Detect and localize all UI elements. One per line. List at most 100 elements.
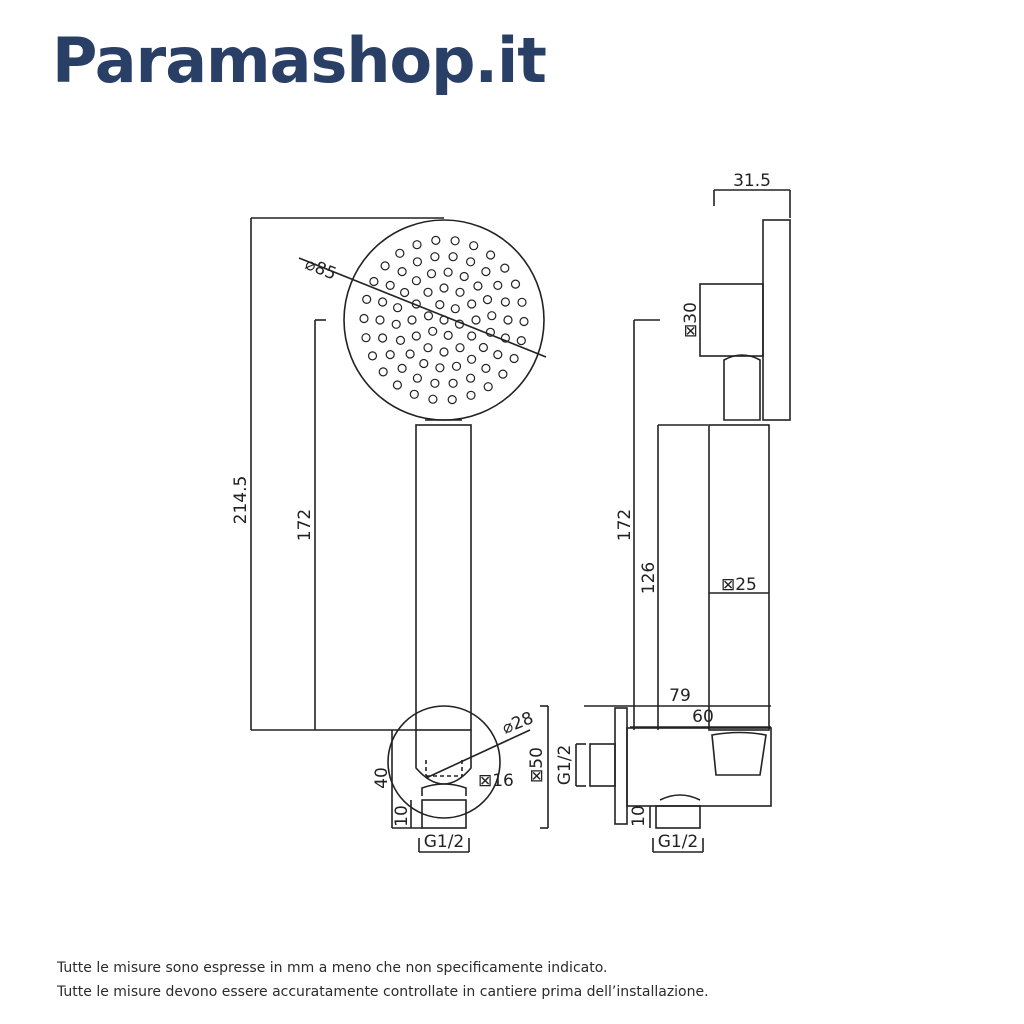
nozzle-hole [500,297,510,307]
nozzle-hole [498,369,508,379]
nozzle-hole [481,363,491,373]
nozzle-hole [509,353,519,364]
shower-head-nozzles [359,235,529,405]
nozzle-hole [443,330,453,340]
nozzle-hole [423,343,433,353]
nozzle-hole [378,297,388,307]
nozzle-hole [411,276,421,286]
nozzle-hole [385,350,395,360]
nozzle-hole [478,342,488,353]
label-connection-side: G1/2 [658,832,699,852]
neck-block [699,283,764,357]
nozzle-hole [455,343,465,353]
nozzle-hole [395,248,405,258]
nozzle-hole [409,389,419,399]
nozzle-hole [500,263,510,273]
nozzle-hole [467,331,477,341]
label-side-handle-length: 172 [615,509,635,541]
nozzle-hole [448,378,458,388]
nozzle-hole [483,382,493,392]
nozzle-hole [362,294,372,304]
nozzle-hole [493,280,503,290]
nozzle-hole [500,333,510,343]
note-measures-unit: Tutte le misure sono espresse in mm a me… [57,960,608,976]
nozzle-hole [391,319,401,329]
nozzle-hole [450,304,460,314]
nozzle-hole [459,271,469,282]
nozzle-hole [516,336,526,346]
shower-head-outline [343,219,545,421]
nozzle-hole [439,347,449,357]
label-wall-connection: G1/2 [555,745,575,786]
nozzle-hole [385,280,395,290]
nozzle-hole [443,267,453,277]
label-socket-size: ⊠16 [478,771,514,791]
nozzle-hole [467,299,477,309]
nozzle-hole [451,361,462,371]
nozzle-hole [423,287,433,297]
handle-side [708,424,770,731]
nozzle-hole [405,349,415,359]
nozzle-hole [393,303,403,313]
nozzle-hole [450,236,460,246]
nozzle-hole [486,250,496,260]
nozzle-hole [380,261,390,271]
nozzle-hole [430,378,440,388]
nozzle-hole [369,276,379,287]
nozzle-hole [435,363,445,373]
nozzle-hole [455,287,465,297]
nozzle-hole [447,395,457,405]
nozzle-hole [412,257,422,267]
wall-connection [589,743,616,787]
nozzle-hole [419,358,429,369]
nozzle-hole [467,354,477,364]
nozzle-hole [466,390,476,400]
brand-logo: Paramashop.it [52,24,547,97]
nozzle-hole [466,373,476,383]
label-holder-inner-depth: 60 [692,707,714,727]
nozzle-hole [428,326,438,336]
shower-head-side [762,219,791,421]
label-neck-size: ⊠30 [681,302,701,338]
nozzle-hole [412,373,422,383]
label-nut-height: 10 [392,805,412,827]
nozzle-hole [411,331,421,341]
nozzle-hole [466,257,476,267]
nozzle-hole [426,269,437,279]
nozzle-hole [412,240,422,250]
nozzle-hole [471,315,481,325]
label-holder-depth: 79 [669,686,691,706]
nozzle-hole [469,241,479,251]
nozzle-hole [395,335,406,345]
nozzle-hole [510,279,521,289]
nozzle-hole [400,287,410,298]
holder-ring [387,705,501,819]
nozzle-hole [397,267,407,277]
front-dimension-labels: ⌀85 214.5 172 40 10 ⌀28 ⊠16 G1/2 [231,254,536,852]
side-dimension-labels: 31.5 ⊠30 172 126 ⊠25 79 60 ⊠50 G1/2 10 G… [527,171,771,852]
label-overall-height: 214.5 [231,476,251,525]
nozzle-hole [407,315,417,325]
nozzle-hole [430,252,440,262]
nozzle-hole [481,267,491,277]
label-connection-front: G1/2 [424,832,465,852]
handle-body [415,424,472,731]
label-head-thickness: 31.5 [733,171,771,191]
label-handle-length: 172 [295,509,315,541]
wall-holder [626,727,772,807]
nozzle-hole [439,283,449,293]
nozzle-hole [448,252,458,262]
label-holder-diameter: ⌀28 [499,708,536,738]
nozzle-hole [378,333,388,343]
nozzle-hole [423,311,434,321]
nozzle-hole [378,367,388,377]
nozzle-hole [397,363,407,373]
nozzle-hole [517,297,527,307]
nozzle-hole [487,311,497,321]
nozzle-hole [519,316,529,327]
nozzle-hole [367,351,378,361]
nozzle-hole [503,315,513,325]
front-view [250,217,547,853]
note-measures-check: Tutte le misure devono essere accuratame… [57,984,709,1000]
